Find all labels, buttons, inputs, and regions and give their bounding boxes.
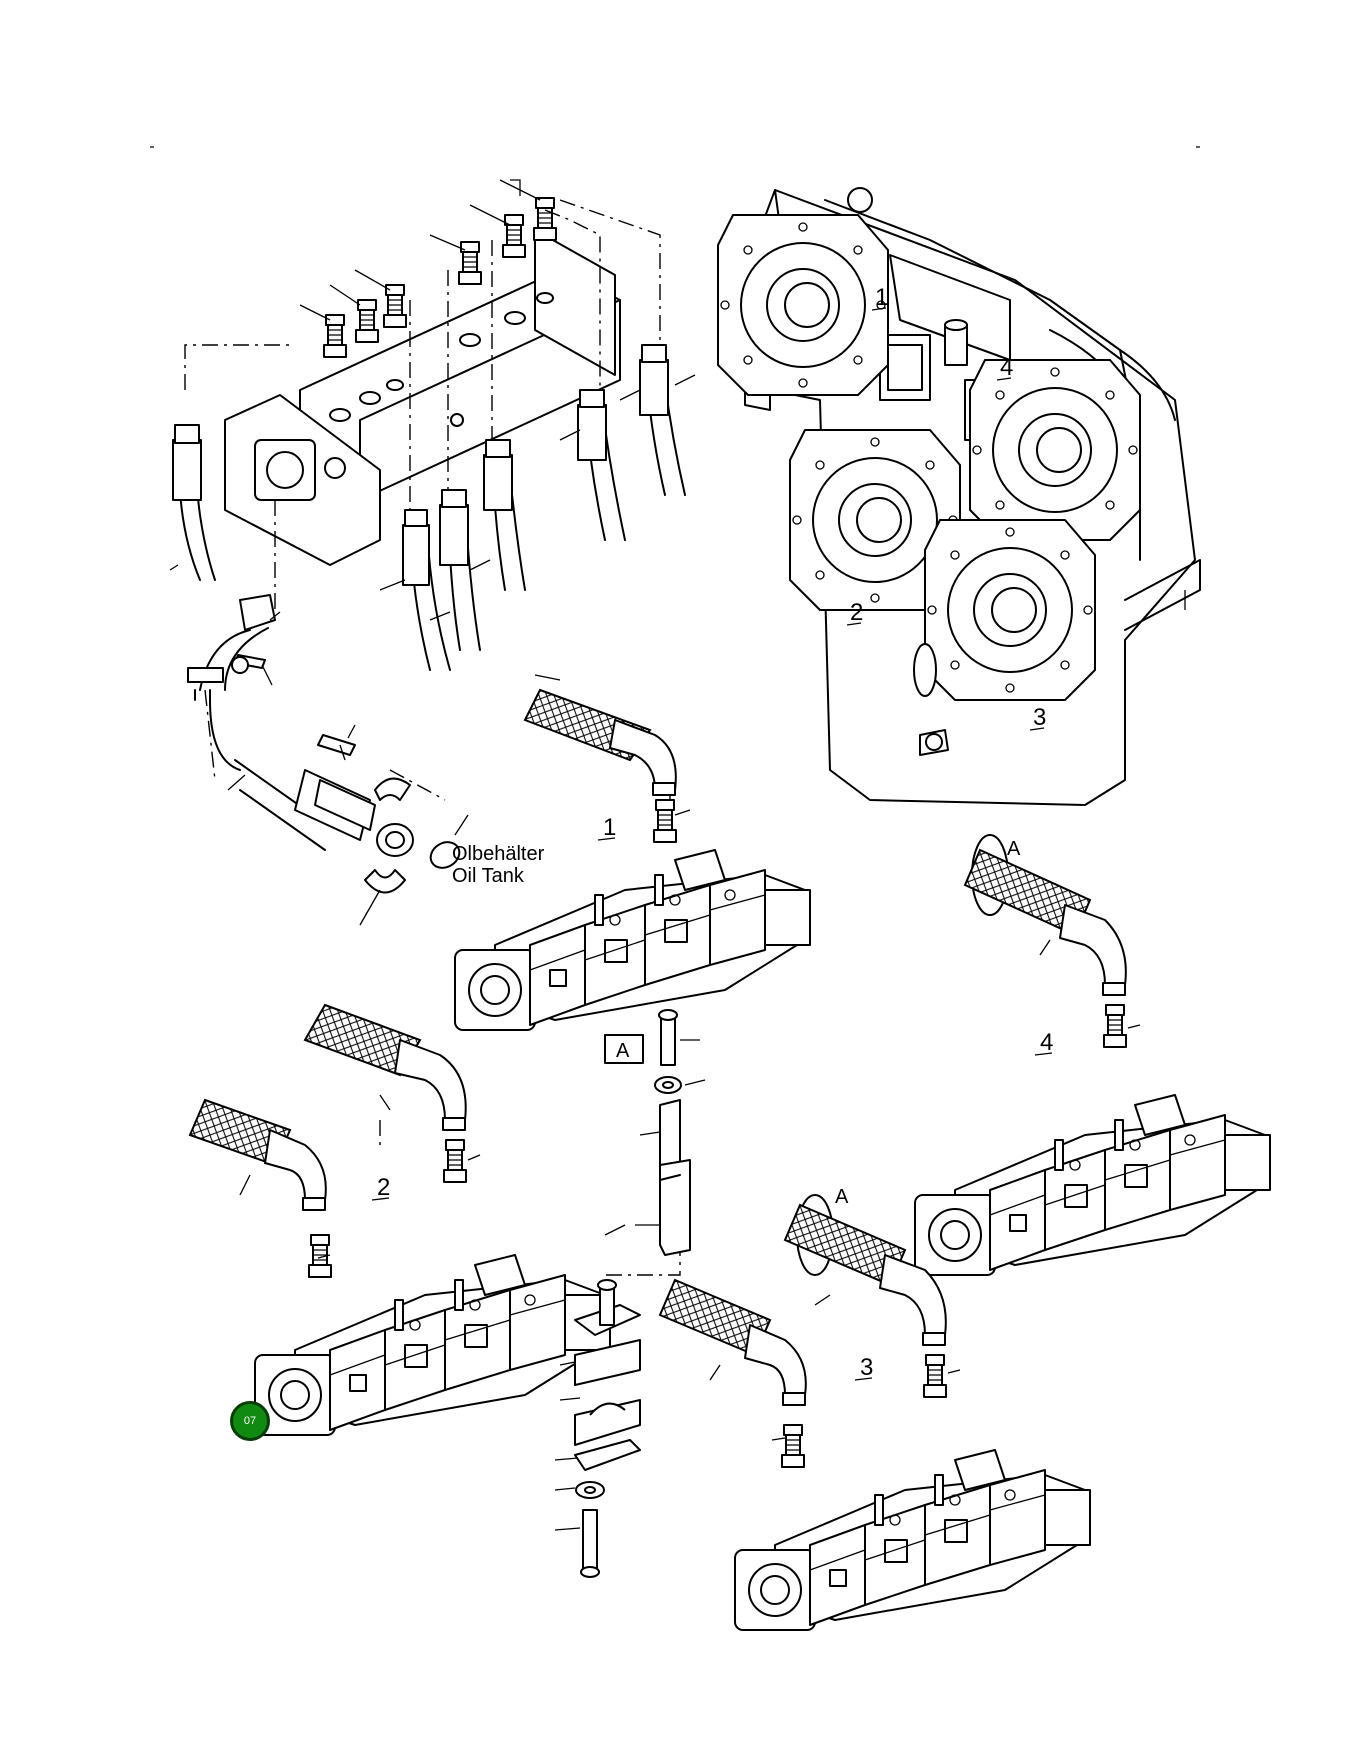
pump-unit-1: 1 <box>454 674 811 1031</box>
bracket-clamp-hardware: A <box>554 1009 706 1578</box>
oil-tank-label-en: Oil Tank <box>452 865 525 887</box>
pump-label-3: 3 <box>860 1354 873 1381</box>
manifold-fittings <box>299 179 557 358</box>
pump-label-2: 2 <box>377 1174 390 1201</box>
gearbox-housing: 1 4 2 3 <box>717 187 1201 806</box>
gearbox-port-label-1: 1 <box>875 284 888 311</box>
gearbox-port-label-3: 3 <box>1033 704 1046 731</box>
manifold-hoses <box>169 344 696 671</box>
manifold-block <box>224 229 621 566</box>
gearbox-port-label-2: 2 <box>850 599 863 626</box>
assembly-centre-lines <box>184 199 681 1276</box>
view-ref-box <box>604 1034 644 1064</box>
suction-line-oil-tank: Olbehälter Oil Tank <box>187 594 545 926</box>
pump-unit-3: A 3 <box>658 1186 1091 1631</box>
pump-label-4: 4 <box>1040 1029 1053 1056</box>
gearbox-port-label-4: 4 <box>1000 354 1013 381</box>
pump-unit-4: A 4 <box>914 834 1271 1276</box>
oil-tank-label-de: Olbehälter <box>452 843 545 865</box>
view-ref-a-2: A <box>835 1186 849 1208</box>
page-badge[interactable]: 07 <box>230 1401 270 1441</box>
view-ref-a-1: A <box>1007 838 1021 860</box>
pump-label-1: 1 <box>603 814 616 841</box>
pump-unit-2: 2 <box>188 1003 611 1436</box>
view-ref-box-label: A <box>616 1040 630 1062</box>
